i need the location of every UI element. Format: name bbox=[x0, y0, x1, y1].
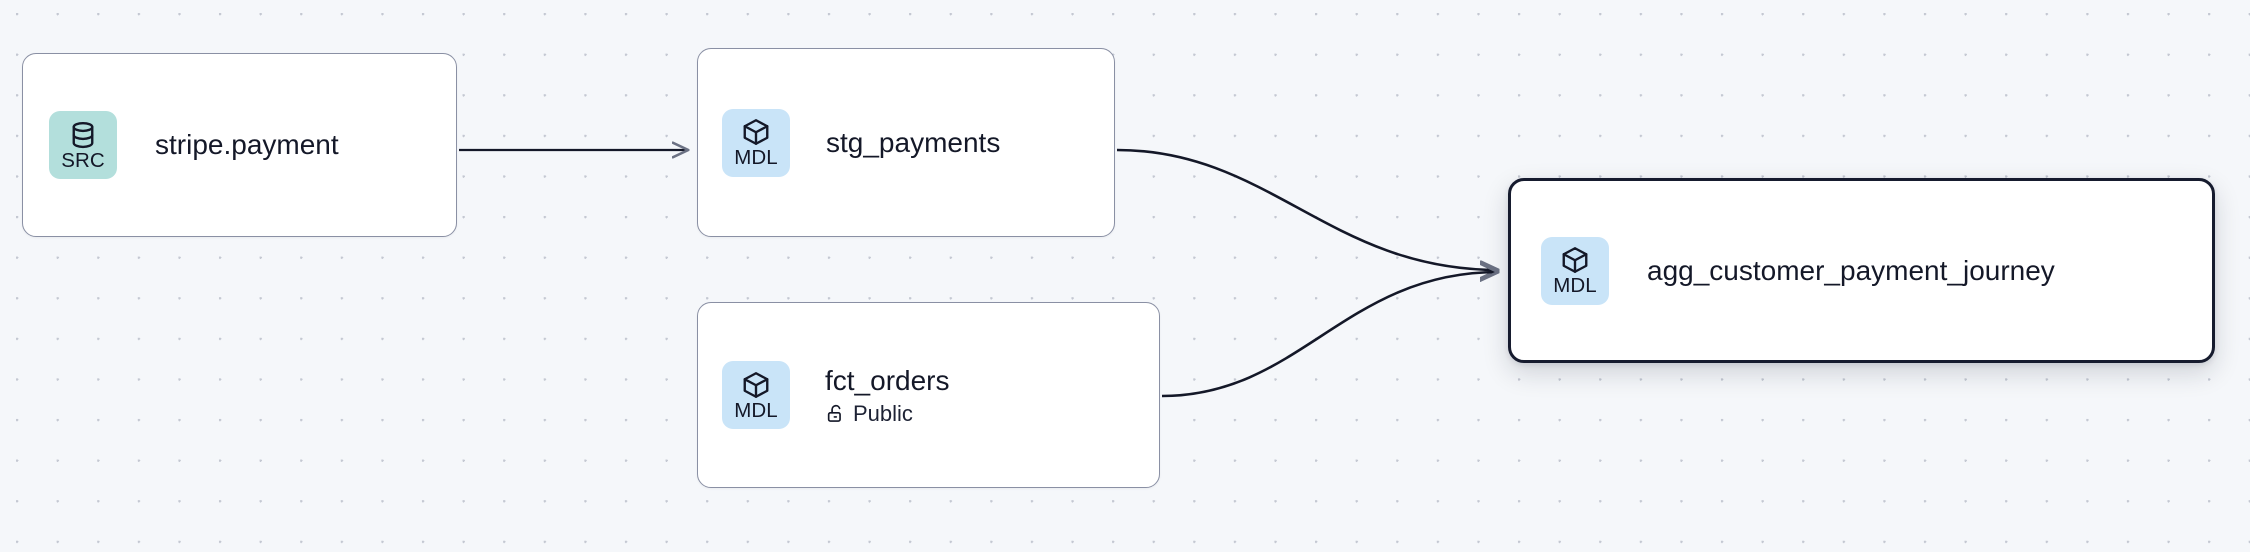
node-body: fct_orders Public bbox=[825, 364, 950, 427]
node-type-badge-src: SRC bbox=[49, 111, 117, 179]
node-title: agg_customer_payment_journey bbox=[1647, 254, 2055, 286]
node-type-badge-label: SRC bbox=[61, 148, 105, 172]
node-type-badge-mdl: MDL bbox=[722, 361, 790, 429]
node-type-badge-label: MDL bbox=[734, 398, 778, 422]
node-visibility: Public bbox=[825, 401, 950, 427]
node-body: stg_payments bbox=[826, 126, 1000, 160]
node-stg-payments[interactable]: MDL stg_payments bbox=[697, 48, 1115, 237]
node-type-badge-mdl: MDL bbox=[722, 108, 790, 177]
edge-fct-to-agg bbox=[1161, 272, 1498, 398]
node-stripe-payment[interactable]: SRC stripe.payment bbox=[22, 53, 457, 237]
node-type-badge-label: MDL bbox=[734, 146, 778, 169]
node-title: fct_orders bbox=[825, 364, 950, 396]
node-body: stripe.payment bbox=[155, 128, 339, 162]
node-agg-customer-payment-journey[interactable]: MDL agg_customer_payment_journey bbox=[1508, 178, 2215, 363]
unlock-icon bbox=[827, 404, 841, 422]
cube-icon bbox=[1562, 247, 1588, 273]
node-type-badge-label: MDL bbox=[1553, 274, 1597, 297]
database-icon bbox=[72, 121, 94, 148]
node-title: stripe.payment bbox=[155, 129, 339, 160]
node-type-badge-mdl: MDL bbox=[1541, 236, 1609, 305]
edge-staging-to-agg bbox=[1116, 148, 1498, 270]
node-fct-orders[interactable]: MDL fct_orders Public bbox=[697, 302, 1160, 488]
node-visibility-label: Public bbox=[853, 400, 913, 426]
node-body: agg_customer_payment_journey bbox=[1647, 254, 2055, 288]
node-title: stg_payments bbox=[826, 126, 1001, 158]
cube-icon bbox=[743, 119, 769, 145]
cube-icon bbox=[743, 371, 769, 398]
